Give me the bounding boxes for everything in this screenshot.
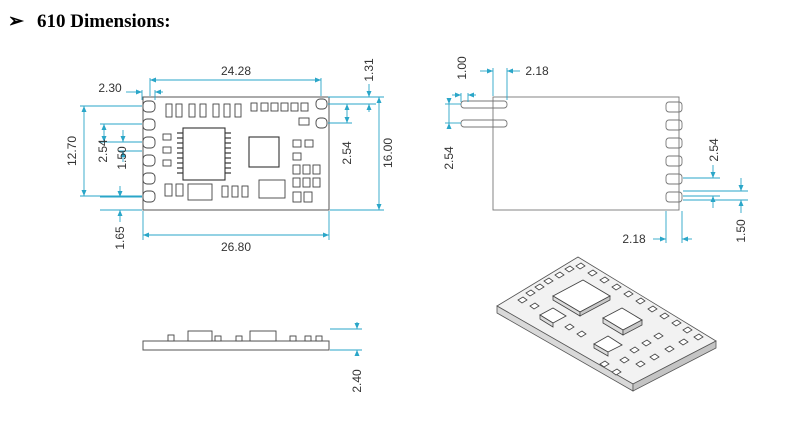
dim-pin-pitch-right: 2.54: [328, 103, 354, 165]
dim-label: 2.54: [340, 141, 354, 165]
dim-label: 16.00: [381, 138, 395, 168]
dim-label: 12.70: [65, 136, 79, 166]
inductor-block: [258, 179, 286, 199]
back-view-top-pins: [460, 100, 508, 128]
dim-total-width-top: 24.28: [149, 64, 322, 96]
rf-chip: [248, 136, 280, 168]
dim-pin-pitch-left: 2.54: [442, 98, 461, 170]
dim-label: 1.31: [362, 58, 376, 82]
dim-pin-pitch-right: 2.54: [683, 138, 721, 208]
dim-pin-span-left: 12.70: [65, 105, 142, 197]
title-text: 610 Dimensions:: [37, 11, 171, 32]
dim-label: 2.18: [622, 232, 646, 246]
pin-pad: [142, 154, 156, 167]
pin-pad: [142, 190, 156, 203]
dim-pin-offset: 2.30: [98, 81, 163, 100]
side-view-components: [167, 330, 323, 342]
dim-pin-offset-left: 1.50: [115, 130, 142, 170]
dim-label: 1.00: [455, 56, 469, 80]
iso-passives: [517, 262, 704, 376]
dim-pin-length-top: 2.18: [480, 64, 549, 100]
crystal: [187, 183, 213, 201]
iso-board-front: [632, 340, 717, 392]
title-bullet: ➢: [8, 11, 25, 32]
back-view-board-outline: [492, 96, 680, 211]
dim-label: 1.50: [115, 146, 129, 170]
pin-pad: [315, 117, 328, 129]
side-view-board: [142, 340, 330, 351]
pin-pad: [142, 118, 156, 131]
back-view-right-pins: [665, 101, 683, 203]
dim-label: 1.65: [113, 226, 127, 250]
dim-label: 1.50: [734, 219, 748, 243]
side-view: 2.40: [142, 322, 364, 393]
dim-pin-length-bottom: 2.18: [622, 211, 692, 246]
dim-label: 2.30: [98, 81, 122, 95]
dim-pin-offset-top: 1.00: [452, 56, 476, 102]
dim-label: 2.54: [707, 138, 721, 162]
dim-label: 2.40: [350, 369, 364, 393]
dim-label: 2.54: [96, 139, 110, 163]
dim-label: 2.18: [525, 64, 549, 78]
ic-body: [182, 127, 226, 181]
section-title: ➢ 610 Dimensions:: [8, 11, 171, 32]
back-view: 1.00 2.18 2.54 2.5: [442, 56, 748, 246]
dim-total-width-bottom: 26.80: [142, 211, 330, 254]
pin-pad: [142, 136, 156, 149]
dim-label: 24.28: [221, 64, 251, 78]
right-pin-pads: [315, 98, 328, 129]
pin-pad: [142, 172, 156, 185]
dim-bottom-margin: 1.65: [100, 186, 142, 250]
top-view: 24.28 2.30 1.31 2.: [65, 58, 395, 254]
left-pin-pads: [142, 100, 156, 203]
dim-height: 16.00: [330, 96, 395, 211]
dim-thickness: 2.40: [330, 322, 364, 393]
pin-pad: [315, 98, 328, 110]
top-passives: [162, 102, 321, 203]
dim-label: 2.54: [442, 146, 456, 170]
pin-pad: [142, 100, 156, 113]
dim-pin-offset-bottom: 1.50: [683, 178, 748, 243]
dim-label: 26.80: [221, 240, 251, 254]
main-ic: [177, 127, 231, 181]
isometric-view: [496, 256, 717, 392]
